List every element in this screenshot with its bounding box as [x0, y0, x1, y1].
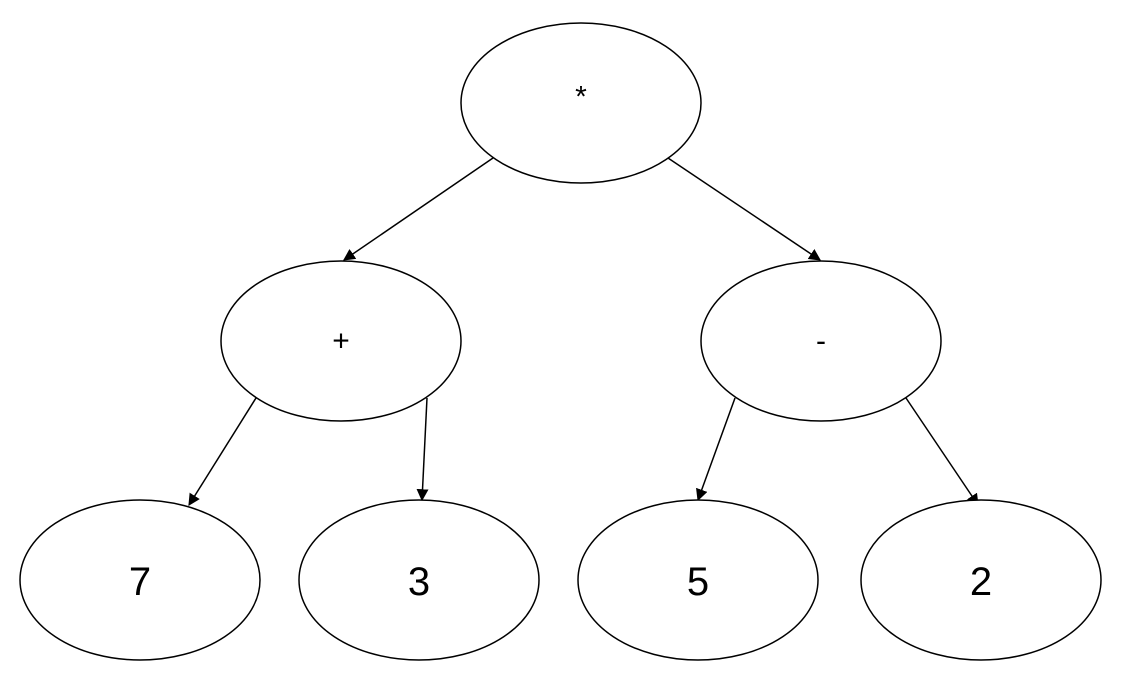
node-seven-label: 7	[129, 560, 151, 604]
edge-root-to-add	[343, 157, 494, 261]
node-subtract-ellipse	[700, 260, 942, 422]
edge-add-to-three	[416, 397, 429, 502]
node-three-label: 3	[408, 560, 430, 604]
node-root-ellipse	[460, 22, 702, 184]
node-five-label: 5	[687, 560, 709, 604]
node-seven-ellipse	[19, 499, 261, 661]
node-three-ellipse	[298, 499, 540, 661]
node-subtract-label: -	[816, 325, 826, 358]
node-add-label: +	[332, 325, 350, 358]
node-two: 2	[860, 499, 1102, 661]
edge-add-to-seven	[188, 397, 257, 507]
edge-root-to-subtract	[667, 157, 821, 261]
node-seven: 7	[19, 499, 261, 661]
node-two-label: 2	[970, 560, 992, 604]
node-three: 3	[298, 499, 540, 661]
node-root: *	[460, 22, 702, 184]
node-five-ellipse	[577, 499, 819, 661]
node-two-ellipse	[860, 499, 1102, 661]
node-add-ellipse	[220, 260, 462, 422]
node-add: +	[220, 260, 462, 422]
edge-subtract-to-five	[696, 397, 736, 502]
edge-subtract-to-two	[905, 397, 979, 506]
node-subtract: -	[700, 260, 942, 422]
node-root-label: *	[575, 81, 587, 114]
node-five: 5	[577, 499, 819, 661]
edges	[188, 157, 979, 507]
